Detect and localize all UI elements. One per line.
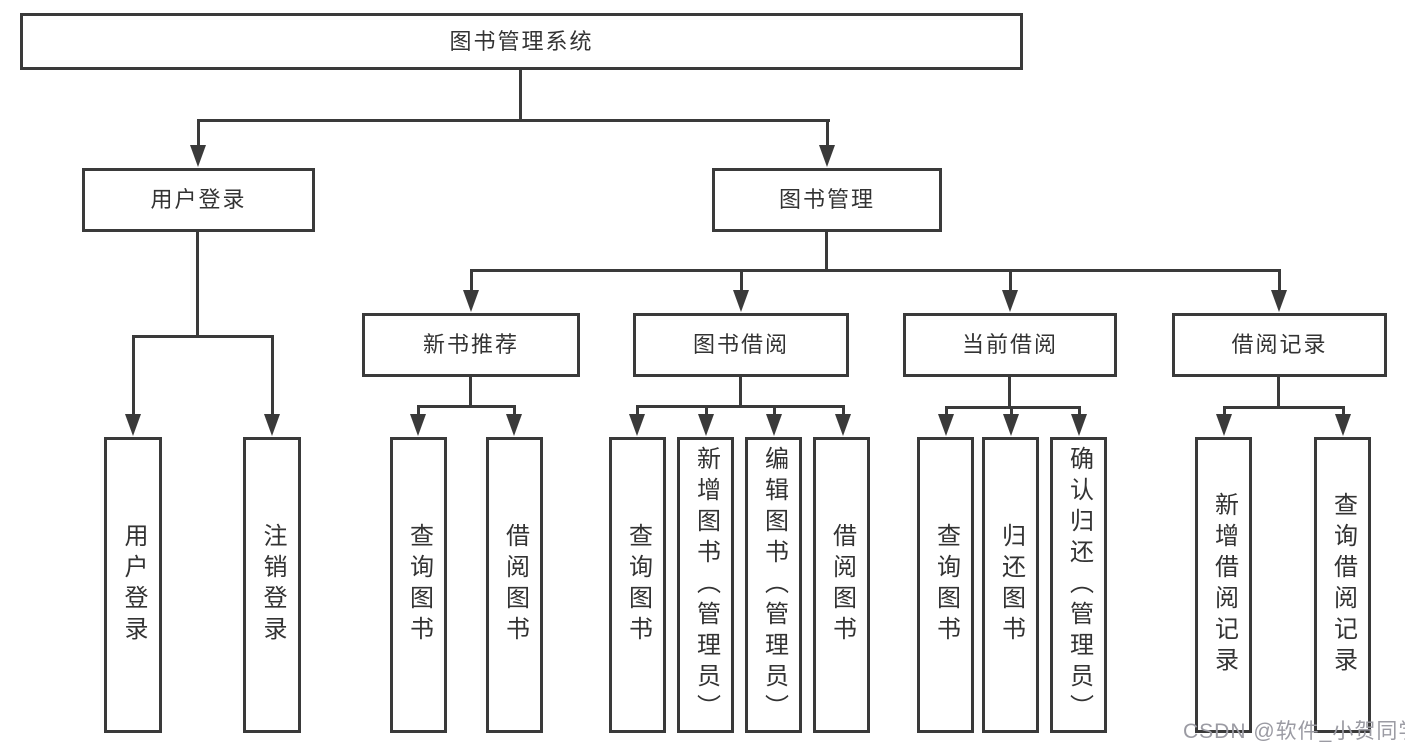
- node-label: 注销登录: [259, 523, 286, 647]
- arrow-shaft: [826, 119, 829, 149]
- node-label: 用户登录: [150, 187, 247, 212]
- node-user-login: 用户登录: [82, 168, 315, 232]
- node-label: 归还图书: [997, 523, 1025, 647]
- arrow-shaft: [705, 405, 708, 418]
- arrow-shaft: [636, 405, 639, 418]
- node-user-login-action: 用户登录: [104, 437, 162, 733]
- arrow-down-icon: [125, 414, 141, 436]
- connector-line: [519, 70, 522, 121]
- arrow-down-icon: [835, 414, 851, 436]
- arrow-down-icon: [463, 290, 479, 312]
- arrow-down-icon: [1002, 290, 1018, 312]
- node-label: 用户登录: [120, 523, 147, 647]
- node-label: 新书推荐: [422, 332, 519, 357]
- node-label: 借阅图书: [501, 523, 529, 647]
- arrow-shaft: [132, 335, 135, 418]
- node-label: 查询图书: [405, 523, 433, 647]
- node-nbr-query-books: 查询图书: [390, 437, 447, 733]
- node-label: 当前借阅: [961, 332, 1058, 357]
- arrow-shaft: [1078, 406, 1081, 418]
- node-bb-query-books: 查询图书: [609, 437, 666, 733]
- node-nbr-borrow-books: 借阅图书: [486, 437, 543, 733]
- node-label: 查询借阅记录: [1329, 492, 1357, 678]
- arrow-shaft: [740, 269, 743, 294]
- arrow-down-icon: [1335, 414, 1351, 436]
- node-br-add-record: 新增借阅记录: [1195, 437, 1252, 733]
- connector-line: [945, 406, 1081, 409]
- node-label: 编辑图书（管理员）: [760, 445, 788, 725]
- node-bb-edit-books: 编辑图书（管理员）: [745, 437, 802, 733]
- arrow-down-icon: [1216, 414, 1232, 436]
- node-cb-query-books: 查询图书: [917, 437, 974, 733]
- node-borrowing-records: 借阅记录: [1172, 313, 1387, 377]
- node-label: 查询图书: [932, 523, 960, 647]
- node-book-management: 图书管理: [712, 168, 942, 232]
- arrow-shaft: [1223, 406, 1226, 418]
- connector-line: [1223, 406, 1345, 409]
- arrow-down-icon: [506, 414, 522, 436]
- arrow-shaft: [513, 405, 516, 418]
- node-label: 借阅图书: [828, 523, 856, 647]
- node-new-book-recommend: 新书推荐: [362, 313, 580, 377]
- arrow-shaft: [945, 406, 948, 418]
- arrow-shaft: [1278, 269, 1281, 294]
- node-bb-borrow-books: 借阅图书: [813, 437, 870, 733]
- node-book-borrowing: 图书借阅: [633, 313, 849, 377]
- connector-line: [197, 119, 830, 122]
- arrow-down-icon: [1071, 414, 1087, 436]
- node-label: 图书管理系统: [449, 28, 594, 54]
- node-label: 查询图书: [624, 523, 652, 647]
- connector-line: [196, 232, 199, 338]
- node-library-system: 图书管理系统: [20, 13, 1023, 70]
- node-label: 新增图书（管理员）: [692, 445, 720, 725]
- node-label: 新增借阅记录: [1210, 492, 1238, 678]
- arrow-down-icon: [698, 414, 714, 436]
- arrow-down-icon: [819, 145, 835, 167]
- arrow-down-icon: [1003, 414, 1019, 436]
- node-logout-action: 注销登录: [243, 437, 301, 733]
- arrow-down-icon: [264, 414, 280, 436]
- node-label: 图书管理: [778, 187, 875, 212]
- arrow-shaft: [1342, 406, 1345, 418]
- arrow-down-icon: [190, 145, 206, 167]
- connector-line: [470, 269, 1281, 272]
- connector-line: [1277, 377, 1280, 408]
- connector-line: [739, 377, 742, 408]
- node-br-query-record: 查询借阅记录: [1314, 437, 1371, 733]
- arrow-shaft: [271, 335, 274, 418]
- connector-line: [132, 335, 273, 338]
- arrow-down-icon: [1271, 290, 1287, 312]
- arrow-shaft: [1010, 406, 1013, 418]
- arrow-down-icon: [629, 414, 645, 436]
- arrow-shaft: [1009, 269, 1012, 294]
- arrow-shaft: [773, 405, 776, 418]
- arrow-shaft: [417, 405, 420, 418]
- arrow-shaft: [470, 269, 473, 294]
- arrow-shaft: [842, 405, 845, 418]
- connector-line: [825, 232, 828, 272]
- arrow-down-icon: [938, 414, 954, 436]
- node-bb-add-books: 新增图书（管理员）: [677, 437, 734, 733]
- node-current-borrowing: 当前借阅: [903, 313, 1117, 377]
- connector-line: [469, 377, 472, 408]
- node-label: 借阅记录: [1231, 332, 1328, 357]
- node-label: 图书借阅: [692, 332, 789, 357]
- connector-line: [417, 405, 516, 408]
- arrow-down-icon: [410, 414, 426, 436]
- csdn-watermark: CSDN @软件_小贺同学: [1183, 720, 1405, 743]
- node-cb-confirm-return: 确认归还（管理员）: [1050, 437, 1107, 733]
- arrow-down-icon: [766, 414, 782, 436]
- connector-line: [1008, 377, 1011, 408]
- connector-line: [636, 405, 845, 408]
- node-label: 确认归还（管理员）: [1065, 445, 1093, 725]
- arrow-down-icon: [733, 290, 749, 312]
- node-cb-return-books: 归还图书: [982, 437, 1039, 733]
- arrow-shaft: [197, 119, 200, 149]
